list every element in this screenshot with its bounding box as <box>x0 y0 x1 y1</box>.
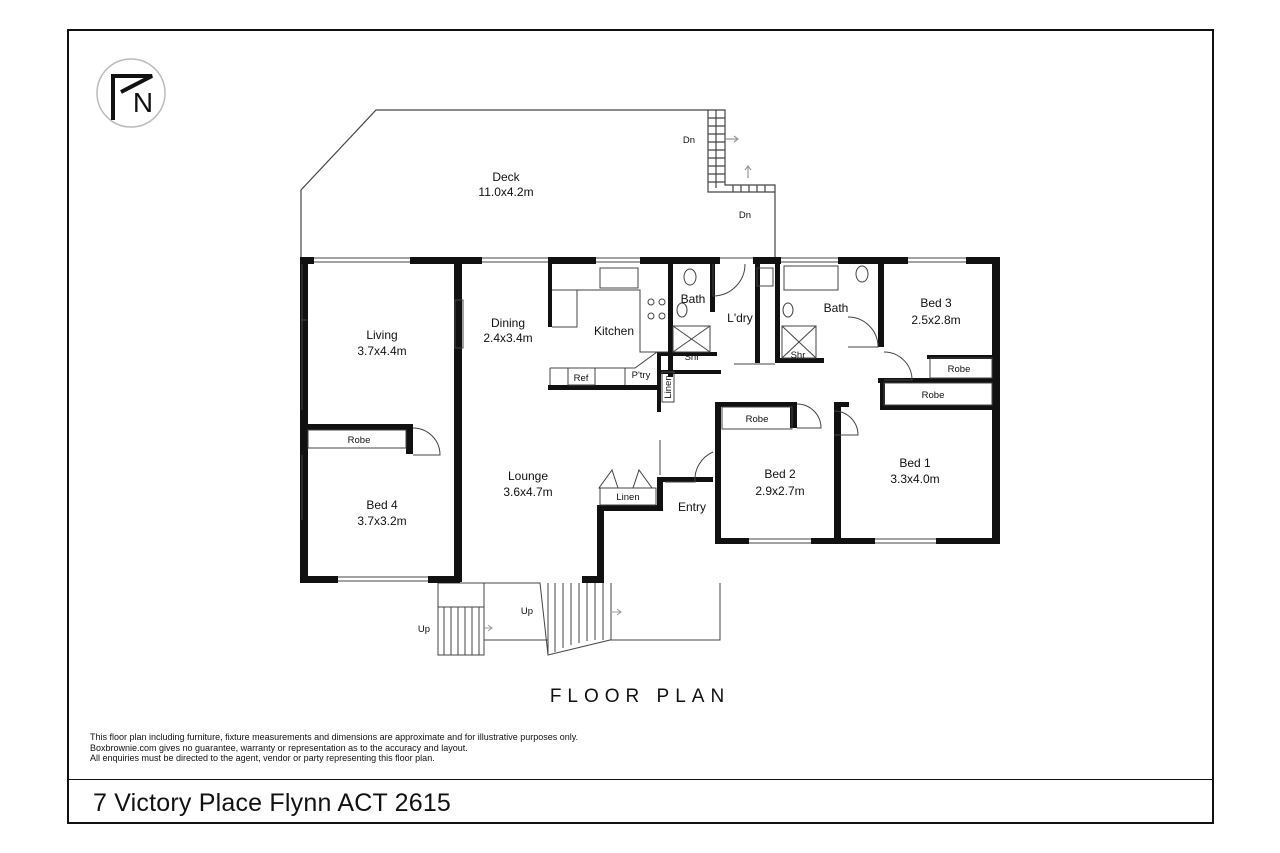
room-labels: Deck 11.0x4.2m Living 3.7x4.4m Dining 2.… <box>357 170 960 528</box>
room-living-size: 3.7x4.4m <box>357 344 406 358</box>
room-entry-name: Entry <box>678 500 706 514</box>
label-shr-1: Shr <box>685 352 700 363</box>
label-deck-dn-2: Dn <box>739 210 751 221</box>
walls <box>300 257 1000 583</box>
footer-divider <box>67 779 1214 780</box>
page-frame <box>67 29 1214 824</box>
label-robe-bed1: Robe <box>922 390 945 401</box>
compass-north-icon: N <box>96 58 166 128</box>
front-stairs <box>437 582 721 656</box>
room-bed3-name: Bed 3 <box>920 296 952 310</box>
room-deck-size: 11.0x4.2m <box>478 185 533 199</box>
label-ref: Ref <box>574 373 589 384</box>
disclaimer: This floor plan including furniture, fix… <box>90 732 578 764</box>
room-bed4-size: 3.7x3.2m <box>357 514 406 528</box>
room-bed4-name: Bed 4 <box>366 498 398 512</box>
label-front-up-mid: Up <box>521 606 533 617</box>
room-living-name: Living <box>366 328 397 342</box>
deck-outline <box>300 109 776 257</box>
disclaimer-line: Boxbrownie.com gives no guarantee, warra… <box>90 742 468 753</box>
room-bed2-name: Bed 2 <box>764 467 796 481</box>
label-robe-bed3: Robe <box>948 364 971 375</box>
label-front-up-left: Up <box>418 624 430 635</box>
label-linen-vertical: Linen <box>663 375 674 398</box>
room-kitchen-name: Kitchen <box>594 324 634 338</box>
room-bed1-size: 3.3x4.0m <box>890 472 939 486</box>
disclaimer-line: All enquiries must be directed to the ag… <box>90 753 435 763</box>
windows-and-fixtures <box>301 257 993 582</box>
room-bed3-size: 2.5x2.8m <box>911 313 960 327</box>
plan-title: FLOOR PLAN <box>549 686 731 707</box>
label-robe-bed2: Robe <box>746 414 769 425</box>
room-dining-name: Dining <box>491 316 525 330</box>
label-shr-2: Shr <box>791 350 806 361</box>
label-pantry: P'try <box>632 370 651 381</box>
room-deck-name: Deck <box>492 170 520 184</box>
room-lounge-size: 3.6x4.7m <box>503 485 552 499</box>
label-robe-bed4: Robe <box>348 435 371 446</box>
disclaimer-line: This floor plan including furniture, fix… <box>90 732 579 742</box>
room-bed1-name: Bed 1 <box>899 456 931 470</box>
label-linen-lounge: Linen <box>616 492 639 503</box>
label-deck-dn-1: Dn <box>683 135 695 146</box>
room-laundry-name: L'dry <box>727 311 753 325</box>
room-bath1-name: Bath <box>681 292 706 306</box>
room-bed2-size: 2.9x2.7m <box>755 484 804 498</box>
room-lounge-name: Lounge <box>508 469 548 483</box>
fixture-labels: Shr Shr Ref P'try Linen Linen Robe Robe … <box>348 135 971 635</box>
property-address: 7 Victory Place Flynn ACT 2615 <box>93 789 452 817</box>
room-dining-size: 2.4x3.4m <box>483 331 532 345</box>
room-bath2-name: Bath <box>824 301 849 315</box>
logo-letter: N <box>133 87 153 118</box>
